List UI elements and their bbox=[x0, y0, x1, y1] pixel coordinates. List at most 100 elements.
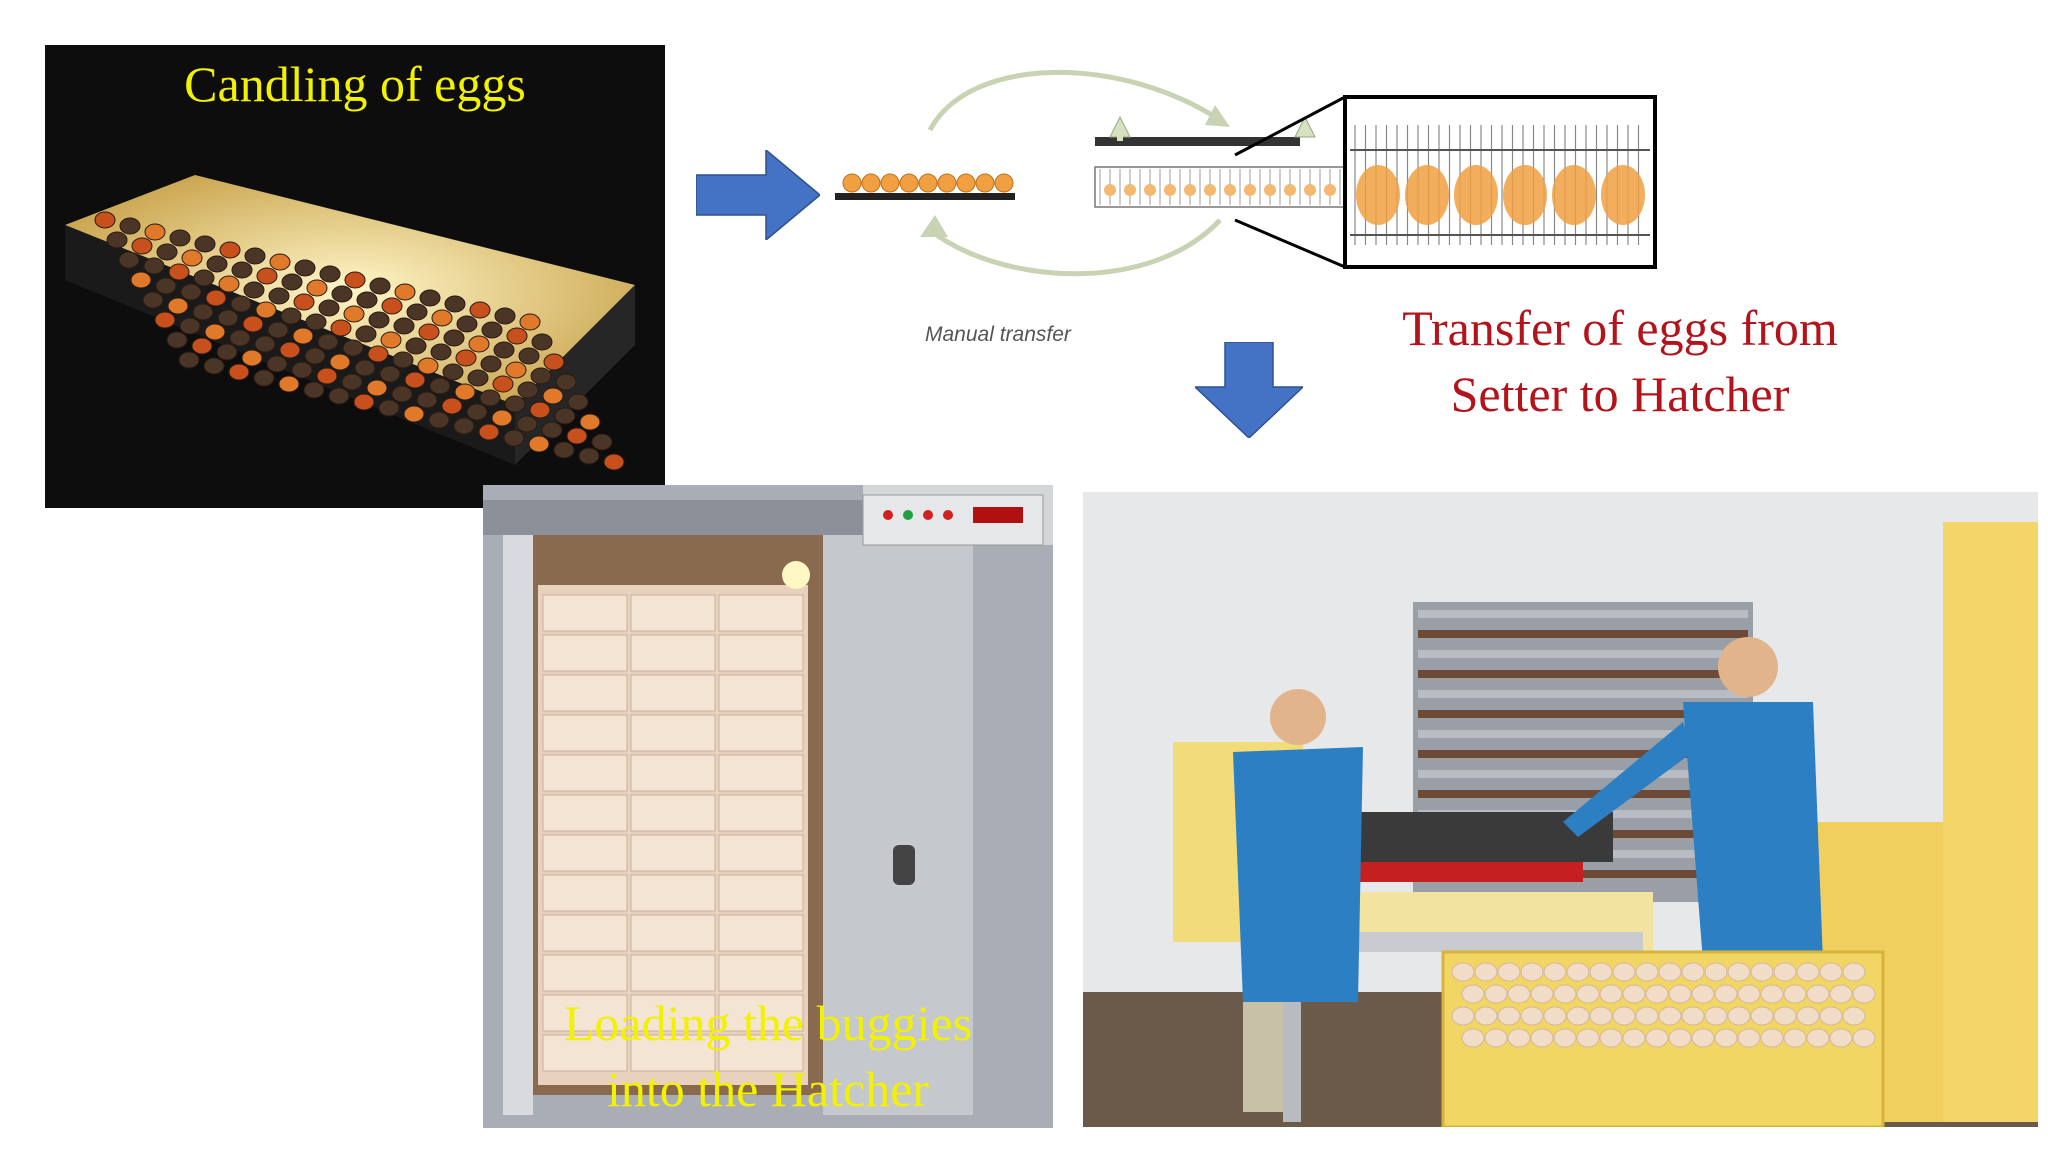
egg bbox=[156, 243, 178, 261]
egg bbox=[419, 289, 441, 307]
egg bbox=[493, 341, 515, 359]
transfer-caption-line1: Transfer of eggs from bbox=[1402, 300, 1838, 356]
egg bbox=[268, 287, 290, 305]
egg bbox=[219, 241, 241, 259]
egg bbox=[331, 285, 353, 303]
egg bbox=[231, 261, 253, 279]
egg bbox=[244, 247, 266, 265]
egg bbox=[292, 327, 314, 345]
egg bbox=[253, 369, 275, 387]
egg bbox=[431, 309, 453, 327]
control-panel bbox=[862, 494, 1044, 546]
egg bbox=[280, 307, 302, 325]
egg bbox=[494, 307, 516, 325]
egg bbox=[254, 335, 276, 353]
loading-caption: Loading the buggies into the Hatcher bbox=[483, 990, 1053, 1122]
egg bbox=[429, 377, 451, 395]
egg bbox=[403, 405, 425, 423]
egg bbox=[94, 211, 116, 229]
egg bbox=[204, 323, 226, 341]
egg bbox=[517, 381, 539, 399]
egg bbox=[316, 367, 338, 385]
egg bbox=[191, 337, 213, 355]
egg bbox=[303, 381, 325, 399]
egg bbox=[267, 321, 289, 339]
egg bbox=[567, 393, 589, 411]
egg bbox=[169, 229, 191, 247]
loading-caption-line2: into the Hatcher bbox=[606, 1061, 930, 1117]
loading-caption-line1: Loading the buggies bbox=[563, 995, 973, 1051]
egg bbox=[229, 329, 251, 347]
egg bbox=[192, 303, 214, 321]
egg bbox=[516, 415, 538, 433]
egg bbox=[456, 315, 478, 333]
egg bbox=[343, 305, 365, 323]
right-arrow-icon bbox=[696, 150, 820, 240]
egg bbox=[579, 413, 601, 431]
egg bbox=[416, 391, 438, 409]
egg bbox=[330, 319, 352, 337]
egg bbox=[379, 365, 401, 383]
egg bbox=[366, 379, 388, 397]
egg bbox=[530, 367, 552, 385]
egg bbox=[405, 337, 427, 355]
transfer-room-illustration bbox=[1083, 492, 2038, 1127]
egg bbox=[531, 333, 553, 351]
egg bbox=[205, 289, 227, 307]
egg bbox=[369, 277, 391, 295]
egg bbox=[355, 325, 377, 343]
egg bbox=[279, 341, 301, 359]
egg bbox=[329, 353, 351, 371]
egg bbox=[304, 347, 326, 365]
egg bbox=[529, 401, 551, 419]
egg bbox=[218, 275, 240, 293]
egg bbox=[542, 387, 564, 405]
egg bbox=[181, 249, 203, 267]
egg bbox=[230, 295, 252, 313]
egg bbox=[491, 409, 513, 427]
egg bbox=[367, 345, 389, 363]
egg bbox=[469, 301, 491, 319]
egg bbox=[519, 313, 541, 331]
egg bbox=[406, 303, 428, 321]
egg bbox=[555, 373, 577, 391]
egg bbox=[278, 375, 300, 393]
egg bbox=[281, 273, 303, 291]
egg bbox=[528, 435, 550, 453]
egg bbox=[203, 357, 225, 375]
egg bbox=[167, 297, 189, 315]
egg bbox=[479, 389, 501, 407]
egg bbox=[180, 283, 202, 301]
egg bbox=[317, 333, 339, 351]
egg bbox=[142, 291, 164, 309]
egg bbox=[318, 299, 340, 317]
egg bbox=[466, 403, 488, 421]
transfer-caption: Transfer of eggs from Setter to Hatcher bbox=[1340, 295, 1900, 427]
egg bbox=[392, 351, 414, 369]
egg bbox=[504, 395, 526, 413]
egg bbox=[255, 301, 277, 319]
egg bbox=[206, 255, 228, 273]
egg bbox=[293, 293, 315, 311]
egg bbox=[478, 423, 500, 441]
egg bbox=[179, 317, 201, 335]
egg bbox=[306, 279, 328, 297]
egg bbox=[266, 355, 288, 373]
worker-left bbox=[1233, 689, 1363, 1112]
egg bbox=[144, 223, 166, 241]
hatcher-illustration bbox=[483, 485, 1053, 1128]
egg bbox=[178, 351, 200, 369]
egg bbox=[467, 369, 489, 387]
candling-tray-illustration bbox=[65, 175, 635, 471]
egg bbox=[154, 311, 176, 329]
egg bbox=[328, 387, 350, 405]
egg bbox=[106, 231, 128, 249]
transfer-caption-line2: Setter to Hatcher bbox=[1450, 366, 1790, 422]
egg bbox=[305, 313, 327, 331]
egg bbox=[391, 385, 413, 403]
egg bbox=[454, 383, 476, 401]
egg bbox=[131, 237, 153, 255]
candling-photo: Candling of eggs bbox=[45, 45, 665, 508]
egg bbox=[344, 271, 366, 289]
egg bbox=[541, 421, 563, 439]
